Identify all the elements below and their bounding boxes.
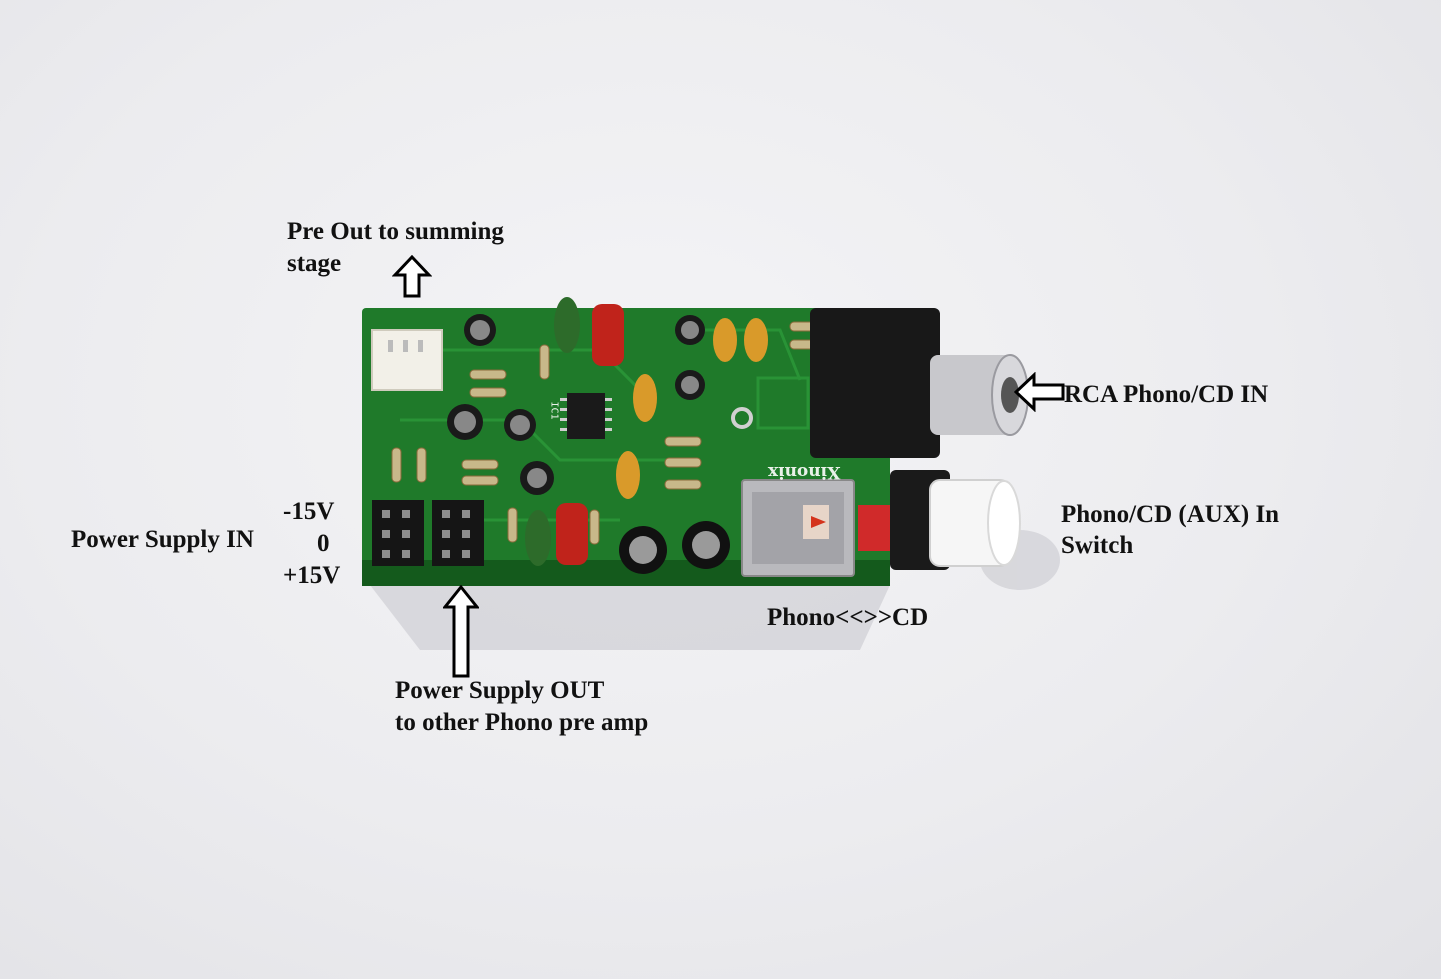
power-headers bbox=[372, 500, 484, 566]
phono-out-connector bbox=[371, 329, 443, 391]
arrow-up-power-out-icon bbox=[443, 585, 479, 678]
capacitors-film bbox=[525, 297, 624, 566]
rca-jack-white bbox=[890, 470, 1021, 570]
silkscreen-ic-label: IC1 bbox=[548, 401, 560, 420]
phono-cd-switch bbox=[741, 479, 908, 577]
arrow-left-rca-icon bbox=[1014, 372, 1065, 412]
arrow-up-pre-out-icon bbox=[392, 255, 432, 298]
ic-chip bbox=[567, 393, 605, 439]
label-power-out: Power Supply OUT bbox=[395, 677, 605, 704]
label-v-neg: -15V bbox=[283, 498, 335, 525]
resistors bbox=[391, 321, 827, 545]
label-v-pos: +15V bbox=[283, 562, 341, 589]
label-aux-switch: Phono/CD (AUX) In bbox=[1061, 501, 1280, 528]
label-v-zero: 0 bbox=[317, 530, 330, 557]
rca-jack-black bbox=[810, 308, 1029, 458]
label-power-out-line2: to other Phono pre amp bbox=[395, 709, 649, 736]
capacitors-electrolytic bbox=[447, 314, 730, 574]
label-pre-out-line2: stage bbox=[287, 250, 342, 277]
label-pre-out: Pre Out to summing bbox=[287, 218, 504, 245]
label-phono-cd: Phono<<>>CD bbox=[767, 604, 929, 631]
label-rca-in: RCA Phono/CD IN bbox=[1064, 381, 1269, 408]
label-power-in: Power Supply IN bbox=[71, 526, 254, 553]
silkscreen-brand: Xinonix bbox=[768, 462, 841, 482]
label-aux-switch-line2: Switch bbox=[1061, 532, 1134, 559]
capacitors-ceramic bbox=[616, 318, 768, 499]
